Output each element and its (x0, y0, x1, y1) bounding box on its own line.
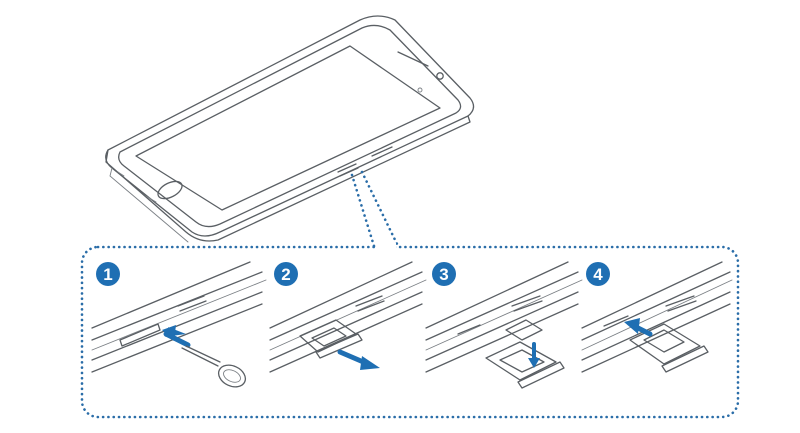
step-badge-3: 3 (432, 262, 456, 286)
step-panel-2: 2 (270, 262, 426, 372)
direction-arrow-icon (340, 352, 380, 370)
step-number: 3 (439, 265, 448, 284)
phone-illustration (106, 16, 474, 242)
step-number: 4 (593, 265, 603, 284)
step-panel-1: 1 (92, 262, 266, 391)
step-badge-2: 2 (274, 262, 298, 286)
step-panel-4: 4 (582, 262, 732, 372)
sim-tray-icon (486, 342, 564, 388)
callout-connector (352, 172, 398, 246)
step-number: 2 (281, 265, 290, 284)
step-number: 1 (103, 265, 112, 284)
step-badge-1: 1 (96, 262, 120, 286)
step-badge-4: 4 (586, 262, 610, 286)
sim-tray-icon (300, 320, 362, 358)
ejection-pin-icon (182, 346, 249, 391)
step-panel-3: 3 (426, 262, 582, 388)
